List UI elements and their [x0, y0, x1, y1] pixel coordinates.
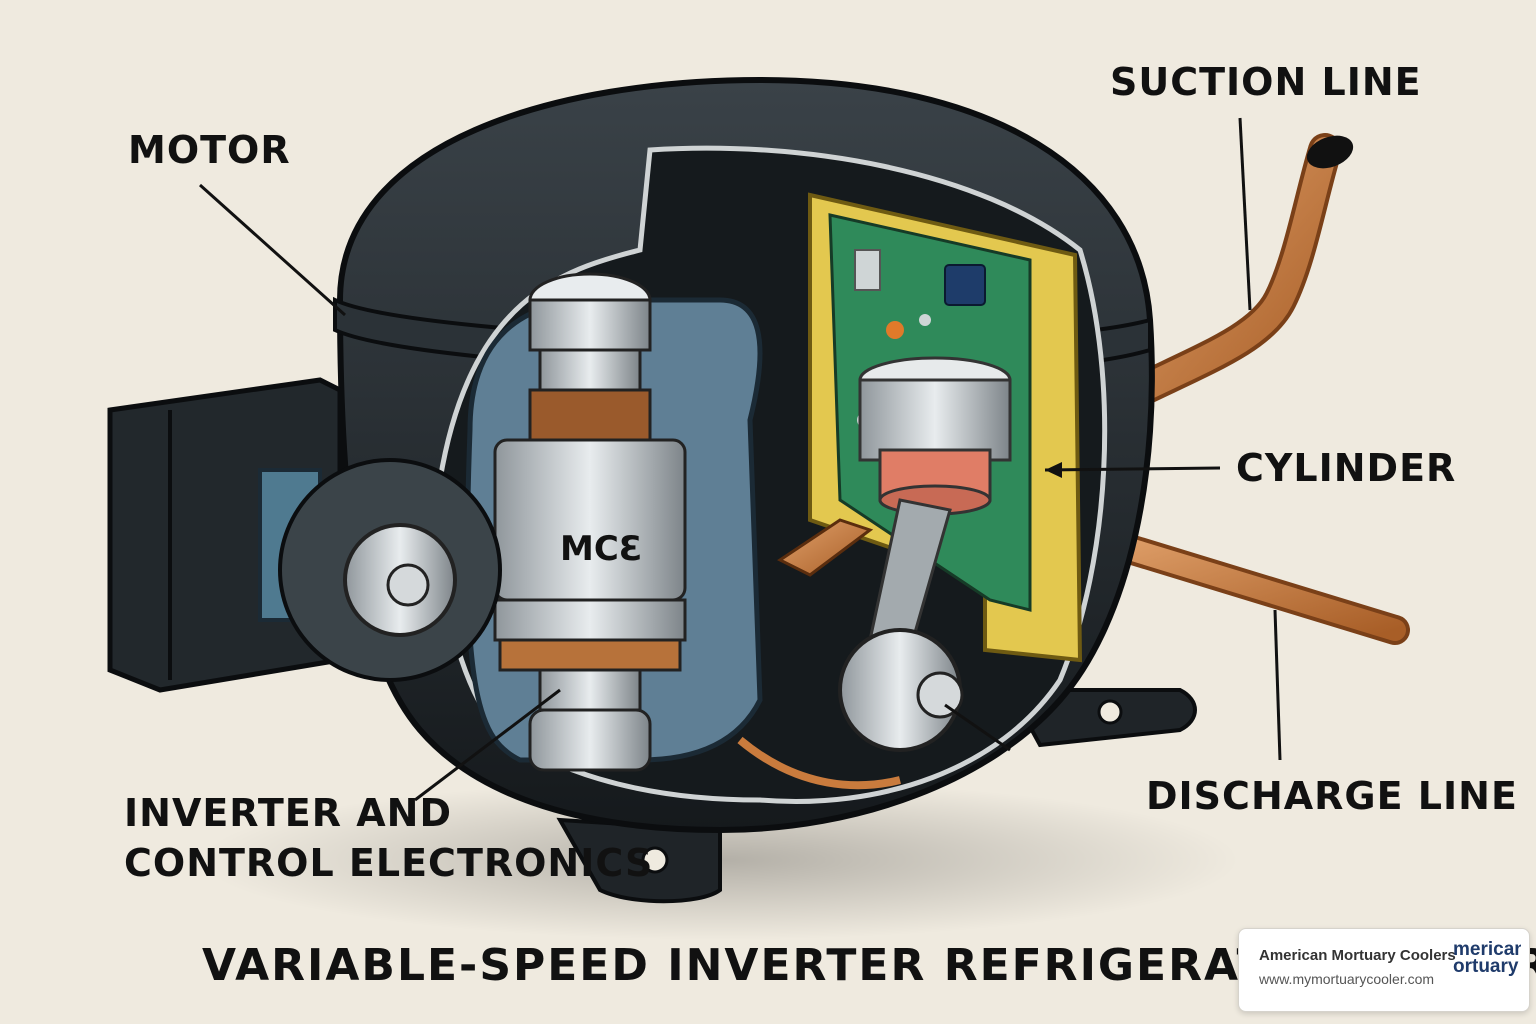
leader-discharge: [1273, 609, 1282, 761]
leader-motor: [198, 183, 347, 317]
label-motor: MOTOR: [128, 128, 291, 172]
fan-pulley: [258, 458, 502, 682]
leader-cylinder: [1044, 466, 1221, 472]
leader-cylinder-arrow: [1045, 462, 1062, 478]
watermark-logo-text: merican ortuary: [1453, 941, 1521, 977]
label-suction-line: SUCTION LINE: [1110, 60, 1422, 104]
watermark-name: American Mortuary Coolers: [1259, 947, 1456, 964]
rotor-marking: MCƐ: [560, 529, 642, 569]
label-discharge-line: DISCHARGE LINE: [1146, 774, 1518, 818]
leader-inverter: [414, 688, 561, 802]
watermark-url: www.mymortuarycooler.com: [1259, 971, 1435, 987]
base-foot-left: [556, 817, 722, 904]
watermark-badge: American Mortuary Coolers www.mymortuary…: [1238, 928, 1530, 1012]
label-inverter-electronics: INVERTER AND CONTROL ELECTRONICS: [124, 788, 653, 888]
cylinder-piston: [858, 356, 1012, 516]
motor-rotor: [493, 272, 687, 772]
copper-bracket: [777, 518, 874, 577]
suction-pipe-end: [1306, 135, 1354, 169]
label-inverter-line2: CONTROL ELECTRONICS: [124, 841, 654, 885]
label-inverter-line1: INVERTER AND: [124, 791, 452, 835]
leader-crank: [944, 703, 1011, 752]
leader-suction: [1238, 117, 1252, 311]
label-cylinder: CYLINDER: [1236, 446, 1457, 490]
watermark-logo: merican ortuary: [1453, 941, 1521, 999]
